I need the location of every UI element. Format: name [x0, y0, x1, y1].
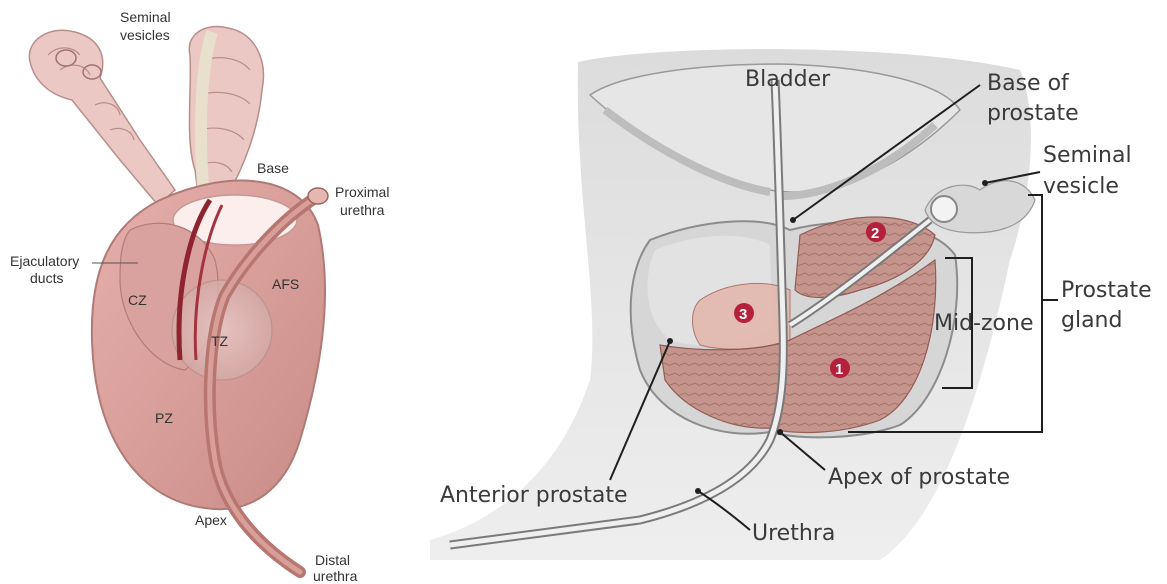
label-base-of-prostate-1: Base of	[987, 71, 1070, 96]
marker-3: 3	[734, 303, 754, 323]
label-apex: Apex	[195, 512, 227, 528]
marker-2-label: 2	[871, 225, 879, 242]
label-ejaculatory-ducts-2: ducts	[30, 270, 63, 286]
label-prostate-gland-2: gland	[1061, 308, 1122, 333]
label-afs: AFS	[272, 276, 299, 292]
label-seminal-vesicles-1: Seminal	[120, 9, 171, 25]
label-base-of-prostate-2: prostate	[987, 101, 1079, 126]
label-seminal-vesicles-2: vesicles	[120, 27, 170, 43]
label-pz: PZ	[155, 410, 173, 426]
label-bladder: Bladder	[745, 67, 831, 92]
label-ejaculatory-ducts-1: Ejaculatory	[10, 253, 79, 269]
label-seminal-vesicle-2: vesicle	[1043, 174, 1119, 199]
label-proximal-urethra-2: urethra	[340, 202, 385, 218]
marker-1-label: 1	[835, 361, 843, 378]
label-cz: CZ	[128, 292, 147, 308]
seminal-vesicle-left	[29, 30, 175, 205]
label-proximal-urethra-1: Proximal	[335, 184, 389, 200]
label-seminal-vesicle-1: Seminal	[1043, 143, 1132, 168]
label-distal-urethra-2: urethra	[313, 568, 358, 584]
label-base: Base	[257, 160, 289, 176]
marker-3-label: 3	[739, 306, 747, 323]
label-distal-urethra-1: Distal	[315, 552, 350, 568]
right-prostate-diagram: 1 2 3 Bladder Base of prostate	[430, 49, 1152, 560]
label-apex-of-prostate: Apex of prostate	[828, 465, 1010, 490]
label-tz: TZ	[211, 333, 229, 349]
label-prostate-gland-1: Prostate	[1061, 278, 1152, 303]
label-mid-zone: Mid-zone	[934, 311, 1033, 336]
label-urethra: Urethra	[752, 521, 835, 546]
left-prostate-diagram: Seminal vesicles Base Proximal urethra E…	[10, 9, 389, 584]
label-anterior-prostate: Anterior prostate	[440, 483, 628, 508]
marker-2: 2	[866, 222, 886, 242]
marker-1: 1	[830, 358, 850, 378]
